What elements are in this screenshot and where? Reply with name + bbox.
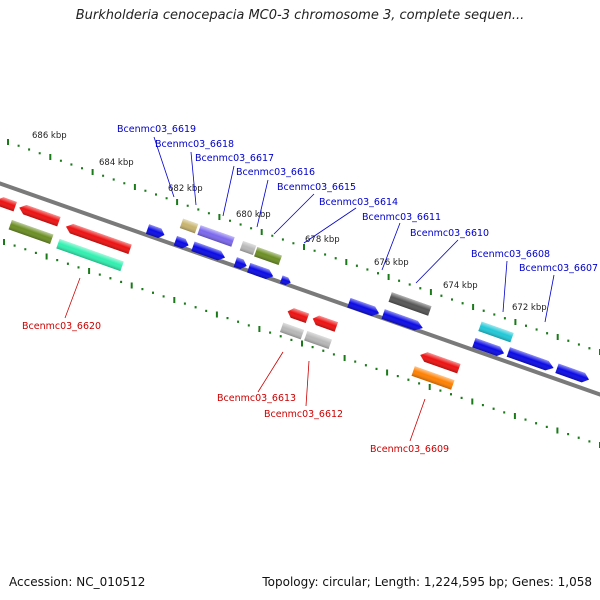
gene-reverse-red-d[interactable] xyxy=(311,314,338,332)
gene-label-6608[interactable]: Bcenmc03_6608 xyxy=(471,249,550,260)
gene-forward-b[interactable] xyxy=(191,241,226,263)
leader-line-6609 xyxy=(409,398,426,442)
leader-line-6608 xyxy=(502,260,508,313)
ruler-label-678: 678 kbp xyxy=(305,235,340,245)
gene-bcenmc03-6609[interactable] xyxy=(411,366,455,390)
gene-label-6609[interactable]: Bcenmc03_6609 xyxy=(370,444,449,455)
leader-line-6614 xyxy=(303,207,357,244)
gene-bcenmc03-6619-arrow[interactable] xyxy=(145,224,166,239)
ruler-label-686: 686 kbp xyxy=(32,131,67,141)
gene-forward-d[interactable] xyxy=(247,262,275,281)
gene-bcenmc03-6610[interactable] xyxy=(388,292,432,316)
ruler-label-682: 682 kbp xyxy=(168,184,203,194)
leader-line-6617 xyxy=(222,165,235,217)
gene-forward-h[interactable] xyxy=(555,363,590,385)
gene-labels-bottom: Bcenmc03_6620 Bcenmc03_6613 Bcenmc03_661… xyxy=(22,321,449,455)
gene-bcenmc03-6613[interactable] xyxy=(279,322,305,340)
gene-label-6620[interactable]: Bcenmc03_6620 xyxy=(22,321,101,332)
gene-forward-g[interactable] xyxy=(472,337,506,358)
gene-bcenmc03-6617[interactable] xyxy=(197,225,235,247)
accession-text: Accession: NC_010512 xyxy=(9,575,146,589)
leader-line-6619 xyxy=(153,136,175,198)
ruler-label-672: 672 kbp xyxy=(512,303,547,313)
gene-bcenmc03-6615[interactable] xyxy=(254,246,282,266)
gene-label-6610[interactable]: Bcenmc03_6610 xyxy=(410,228,489,239)
leader-line-6620 xyxy=(64,277,81,319)
gene-label-6612[interactable]: Bcenmc03_6612 xyxy=(264,409,343,420)
ruler-label-676: 676 kbp xyxy=(374,258,409,268)
gene-reverse-red-c[interactable] xyxy=(286,307,310,324)
gene-forward-f[interactable] xyxy=(381,309,425,332)
gene-labels-top: Bcenmc03_6619 Bcenmc03_6618 Bcenmc03_661… xyxy=(117,124,598,274)
gene-bcenmc03-6618[interactable] xyxy=(179,218,199,234)
gene-forward-small-c[interactable] xyxy=(233,257,249,270)
leader-line-6610 xyxy=(415,239,459,284)
tick-marks-top xyxy=(7,139,600,355)
leader-line-6618 xyxy=(190,151,197,206)
gene-bcenmc03-6607[interactable] xyxy=(506,347,556,372)
leader-line-6611 xyxy=(381,222,401,271)
gene-left-edge[interactable] xyxy=(0,195,17,212)
topology-summary: Topology: circular; Length: 1,224,595 bp… xyxy=(262,575,592,589)
gene-label-6615[interactable]: Bcenmc03_6615 xyxy=(277,182,356,193)
gene-label-6611[interactable]: Bcenmc03_6611 xyxy=(362,212,441,223)
leader-line-6613 xyxy=(257,351,284,393)
leader-line-6616 xyxy=(256,179,269,228)
label-leader-lines xyxy=(64,136,555,442)
ruler-label-684: 684 kbp xyxy=(99,158,134,168)
ruler-top: 686 kbp 684 kbp 682 kbp 680 kbp 678 kbp … xyxy=(7,131,600,355)
leader-line-6607 xyxy=(544,274,555,323)
gene-olive[interactable] xyxy=(8,219,54,245)
gene-bcenmc03-6608[interactable] xyxy=(478,321,514,343)
gene-bcenmc03-6612[interactable] xyxy=(304,330,332,350)
gene-reverse-red-a[interactable] xyxy=(18,203,61,227)
gene-label-6616[interactable]: Bcenmc03_6616 xyxy=(236,167,315,178)
tick-marks-bottom xyxy=(3,239,600,448)
gene-bcenmc03-6611[interactable] xyxy=(347,297,381,318)
gene-bcenmc03-6616[interactable] xyxy=(239,240,257,256)
gene-label-6619[interactable]: Bcenmc03_6619 xyxy=(117,124,196,135)
ruler-label-680: 680 kbp xyxy=(236,210,271,220)
gene-reverse-red-e[interactable] xyxy=(419,350,461,374)
gene-forward-small-e[interactable] xyxy=(279,275,292,287)
genes[interactable] xyxy=(0,195,591,390)
gene-label-6617[interactable]: Bcenmc03_6617 xyxy=(195,153,274,164)
map-title: Burkholderia cenocepacia MC0-3 chromosom… xyxy=(75,8,525,23)
ruler-labels: 686 kbp 684 kbp 682 kbp 680 kbp 678 kbp … xyxy=(32,131,547,313)
gene-label-6618[interactable]: Bcenmc03_6618 xyxy=(155,139,234,150)
ruler-label-674: 674 kbp xyxy=(443,281,478,291)
leader-line-6615 xyxy=(273,193,315,235)
gene-label-6613[interactable]: Bcenmc03_6613 xyxy=(217,393,296,404)
gene-bcenmc03-6620[interactable] xyxy=(56,238,124,272)
gene-reverse-red-b[interactable] xyxy=(64,222,132,255)
gene-label-6614[interactable]: Bcenmc03_6614 xyxy=(319,197,398,208)
gene-forward-small-a[interactable] xyxy=(173,235,191,250)
genome-backbone xyxy=(0,181,600,397)
leader-line-6612 xyxy=(305,360,310,407)
gene-label-6607[interactable]: Bcenmc03_6607 xyxy=(519,263,598,274)
